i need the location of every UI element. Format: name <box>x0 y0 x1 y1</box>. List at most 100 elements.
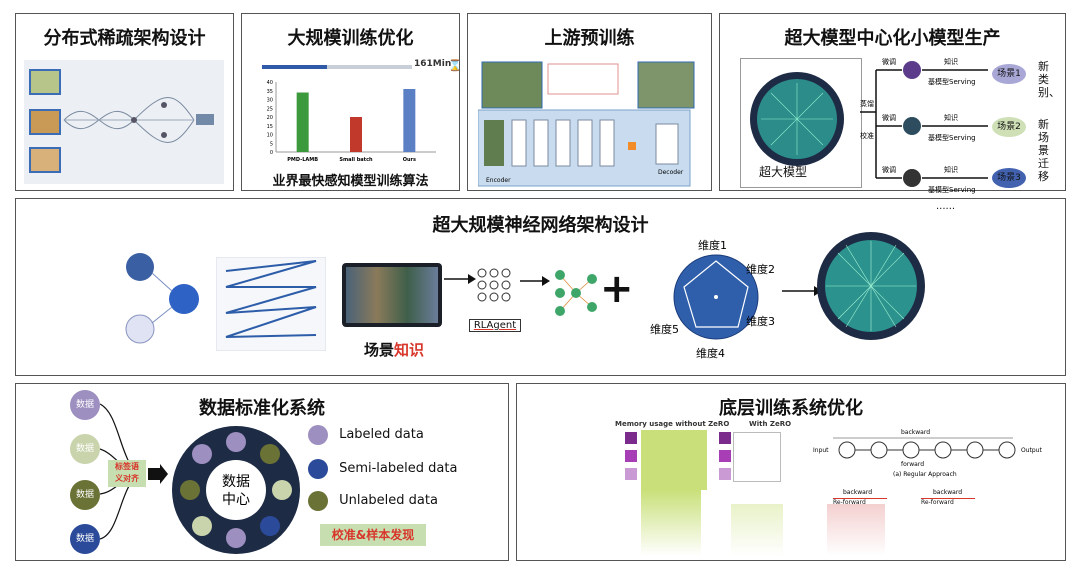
panel-nas: 超大规模神经网络架构设计 ...... 场景知识 RLAgent + 维度1 维… <box>15 198 1066 376</box>
panel-training-system: 底层训练系统优化 Memory usage without ZeRO With … <box>516 383 1066 561</box>
progress-end-label: 161Min <box>414 59 452 69</box>
encoder-label: Encoder <box>486 177 511 184</box>
distill-flow: 微调 微调 微调 知识 知识 知识 基模型Serving 基模型Serving … <box>860 57 988 194</box>
knowledge-text: 知识 <box>394 341 425 359</box>
arrow-2 <box>520 276 550 286</box>
side-text-2: 新场景迁移 <box>1038 118 1049 183</box>
legend-label-1: Labeled data <box>339 427 424 442</box>
finetune-3: 微调 <box>882 165 896 174</box>
panel-title: 分布式稀疏架构设计 <box>43 28 206 49</box>
dim-5: 维度5 <box>650 322 679 336</box>
panel-title: 数据标准化系统 <box>199 398 325 419</box>
training-highlight-3 <box>827 504 885 556</box>
zero-title: With ZeRO <box>749 420 792 428</box>
scene-knowledge-label: 场景知识 <box>364 339 424 360</box>
y-tick-label: 0 <box>270 150 273 156</box>
input-label: Input <box>813 447 829 454</box>
sparse-arch-diagram <box>24 60 224 184</box>
legend-label-2: Semi-labeled data <box>339 461 458 476</box>
dim-1: 维度1 <box>698 238 727 252</box>
rlagent-label: RLAgent <box>469 319 521 332</box>
distill-label: 蒸馏 <box>860 99 874 108</box>
backward-label-1: backward <box>901 429 930 436</box>
data-node-1: 数据 <box>70 390 100 420</box>
serving-3: 基模型Serving <box>928 185 976 194</box>
knowledge-1: 知识 <box>944 57 958 66</box>
y-tick-label: 35 <box>267 89 273 95</box>
dim-3: 维度3 <box>746 314 775 328</box>
training-highlight-2 <box>731 504 783 556</box>
y-tick-label: 15 <box>267 124 273 130</box>
data-center-ring: 数据 中心 <box>172 426 300 554</box>
panel-title: 超大规模神经网络架构设计 <box>432 215 649 236</box>
align-line-1: 标签语 <box>115 462 139 471</box>
memory-title: Memory usage without ZeRO <box>615 420 730 428</box>
y-tick-label: 5 <box>270 141 273 147</box>
search-space-diagram <box>216 257 326 351</box>
arrow-right-icon <box>148 464 168 484</box>
chart-caption: 业界最快感知模型训练算法 <box>272 174 429 189</box>
regular-label: (a) Regular Approach <box>893 471 957 478</box>
calibration-box: 校准&样本发现 <box>320 524 426 546</box>
y-tick-label: 20 <box>267 115 273 121</box>
center-line-1: 数据 <box>222 474 250 490</box>
bar-1 <box>350 117 362 152</box>
finetune-1: 微调 <box>882 57 896 66</box>
dim-2: 维度2 <box>746 262 775 276</box>
big-model-box: 超大模型 <box>740 58 862 188</box>
panel-distributed-sparse: 分布式稀疏架构设计 <box>15 13 234 191</box>
brain-diagram <box>125 253 199 344</box>
data-node-2: 数据 <box>70 434 100 464</box>
bar-0 <box>296 92 309 152</box>
ellipsis: ...... <box>936 201 956 212</box>
y-tick-label: 10 <box>267 133 273 139</box>
align-box: 标签语 义对齐 <box>108 460 146 487</box>
plus-icon: + <box>600 266 634 312</box>
network-globe <box>817 232 925 340</box>
panel-central-model: 超大模型中心化小模型生产 超大模型 微调 微调 微调 知识 知识 知识 <box>719 13 1066 194</box>
backward-label-2: backward <box>843 489 872 496</box>
panel-title: 上游预训练 <box>544 28 635 49</box>
y-tick-label: 40 <box>267 80 273 86</box>
data-node-4: 数据 <box>70 524 100 554</box>
scene-1: 场景1 <box>992 64 1026 84</box>
forward-label: forward <box>901 461 924 468</box>
dim-4: 维度4 <box>696 346 725 360</box>
panel-title: 底层训练系统优化 <box>719 398 863 419</box>
reforward-label-2: Re-forward <box>921 498 975 506</box>
legend-unlabeled: Unlabeled data <box>308 490 438 511</box>
knowledge-3: 知识 <box>944 165 958 174</box>
legend-label-3: Unlabeled data <box>339 493 438 508</box>
hourglass-icon: ⌛ <box>448 59 462 72</box>
scene-text: 场景 <box>364 341 395 359</box>
scene-3: 场景3 <box>992 168 1026 188</box>
pretraining-diagram: Encoder Decoder <box>478 61 695 187</box>
y-tick-label: 30 <box>267 98 273 104</box>
decoder-label: Decoder <box>658 169 684 176</box>
y-tick-label: 25 <box>267 106 273 112</box>
scene-image <box>342 263 442 327</box>
x-tick-label: Ours <box>403 157 416 163</box>
big-model-label: 超大模型 <box>759 165 808 179</box>
panel-title: 超大模型中心化小模型生产 <box>784 28 1001 49</box>
knowledge-2: 知识 <box>944 113 958 122</box>
grid-icon <box>477 268 511 302</box>
serving-1: 基模型Serving <box>928 77 976 86</box>
x-tick-label: Small batch <box>339 157 373 163</box>
backward-label-3: backward <box>933 489 962 496</box>
serving-2: 基模型Serving <box>928 133 976 142</box>
zero-memory-diagram: Memory usage without ZeRO With ZeRO <box>599 420 793 490</box>
sparse-arch-svg <box>29 69 214 173</box>
output-label: Output <box>1021 447 1042 454</box>
legend-labeled: Labeled data <box>308 424 424 445</box>
progress-fill <box>262 65 327 69</box>
radar-chart: 维度1 维度2 维度3 维度4 维度5 <box>650 238 775 360</box>
panel-upstream-pretraining: 上游预训练 Encoder Decoder <box>467 13 712 191</box>
side-text-1: 新类别、 <box>1038 60 1060 99</box>
scene-2: 场景2 <box>992 117 1026 137</box>
checkpoint-diagram: backward Input Output forward (a) Regula… <box>813 429 1042 496</box>
center-line-2: 中心 <box>222 492 250 508</box>
legend-semi: Semi-labeled data <box>308 458 457 479</box>
progress-bar <box>262 65 412 69</box>
